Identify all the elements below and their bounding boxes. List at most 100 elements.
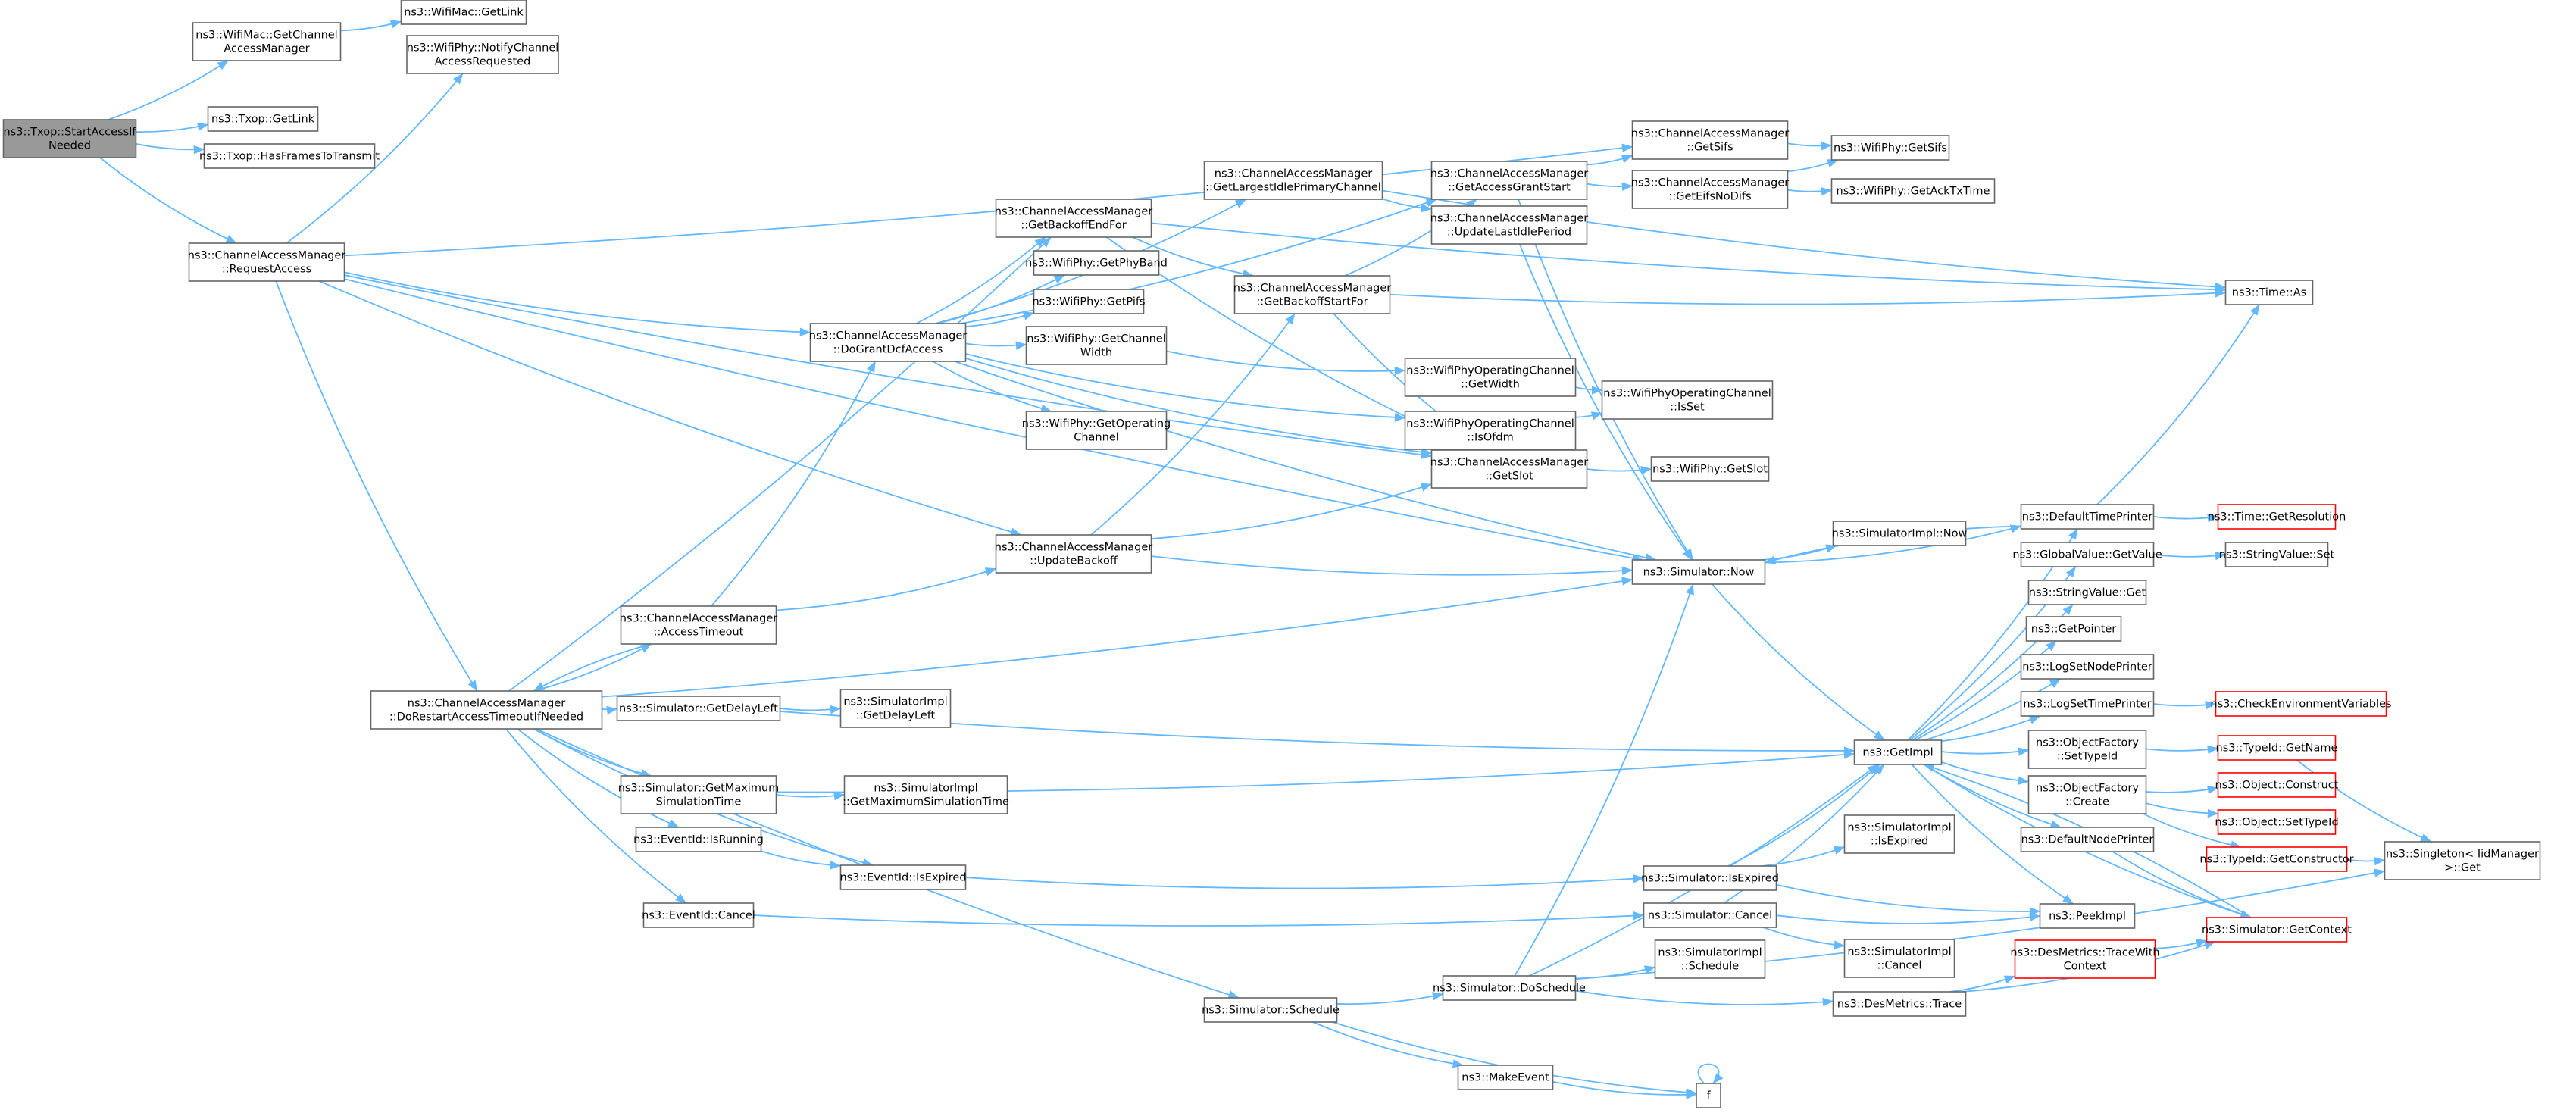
node-n29[interactable]: ns3::Simulator::Now xyxy=(1631,559,1766,585)
node-n46[interactable]: ns3::SimulatorImpl::IsExpired xyxy=(1843,814,1955,854)
node-n41[interactable]: ns3::Simulator::DoSchedule xyxy=(1433,975,1586,1001)
node-n38[interactable]: ns3::EventId::IsExpired xyxy=(839,864,967,890)
node-n45[interactable]: ns3::Simulator::IsExpired xyxy=(1641,865,1779,891)
node-n10[interactable]: ns3::WifiPhy::GetPhyBand xyxy=(1025,250,1168,276)
node-label: ns3::EventId::IsRunning xyxy=(633,834,764,846)
edge-n51-n59 xyxy=(1941,761,2030,785)
node-n7[interactable]: ns3::ChannelAccessManager::RequestAccess xyxy=(188,242,346,282)
node-n18[interactable]: ns3::ChannelAccessManager::GetAccessGran… xyxy=(1430,161,1589,200)
node-n16[interactable]: ns3::WifiPhyOperatingChannel::GetWidth xyxy=(1404,358,1577,397)
node-n47[interactable]: ns3::Simulator::Cancel xyxy=(1643,902,1777,928)
edge-n14-n19 xyxy=(1382,198,1433,213)
node-n69[interactable]: ns3::TypeId::GetConstructor xyxy=(2199,846,2354,872)
edge-n53-n64 xyxy=(2153,551,2227,561)
node-n5[interactable]: ns3::Txop::GetLink xyxy=(207,106,319,132)
node-box xyxy=(1025,411,1168,450)
edge-n31-n28 xyxy=(776,567,997,611)
node-box xyxy=(1853,739,1943,765)
node-n4[interactable]: ns3::WifiPhy::NotifyChannelAccessRequest… xyxy=(406,35,559,74)
node-n20[interactable]: ns3::WifiPhyOperatingChannel::IsSet xyxy=(1601,380,1774,420)
node-n31[interactable]: ns3::ChannelAccessManager::AccessTimeout xyxy=(620,605,778,645)
node-box xyxy=(2215,691,2387,717)
node-n33[interactable]: ns3::Simulator::GetDelayLeft xyxy=(616,696,781,721)
node-label: ns3::GlobalValue::GetValue xyxy=(2012,549,2162,561)
edge-n8-n21 xyxy=(965,358,1433,457)
node-n65[interactable]: ns3::CheckEnvironmentVariables xyxy=(2210,691,2392,717)
node-n59[interactable]: ns3::ObjectFactory::Create xyxy=(2027,775,2147,814)
node-n48[interactable]: ns3::SimulatorImpl::Cancel xyxy=(1843,939,1955,978)
edge-n8-n11 xyxy=(965,311,1035,328)
edge-n38-n45 xyxy=(965,874,1645,889)
node-n32[interactable]: ns3::ChannelAccessManager::DoRestartAcce… xyxy=(370,690,603,730)
node-n25[interactable]: ns3::WifiPhy::GetAckTxTime xyxy=(1830,178,1996,204)
edge-n51-n58 xyxy=(1941,747,2030,756)
node-label: Context xyxy=(2064,961,2107,973)
node-n39[interactable]: ns3::EventId::Cancel xyxy=(642,902,755,928)
node-n27[interactable]: ns3::WifiPhy::GetSlot xyxy=(1650,456,1770,482)
node-n64[interactable]: ns3::StringValue::Set xyxy=(2219,542,2335,567)
node-n42[interactable]: ns3::MakeEvent xyxy=(1457,1065,1554,1090)
edge-n18-n29 xyxy=(1518,199,1694,561)
node-n52[interactable]: ns3::DefaultTimePrinter xyxy=(2020,504,2155,530)
node-n9[interactable]: ns3::ChannelAccessManager::GetBackoffEnd… xyxy=(995,199,1153,238)
node-n15[interactable]: ns3::ChannelAccessManager::GetBackoffSta… xyxy=(1233,275,1392,314)
node-n23[interactable]: ns3::ChannelAccessManager::GetEifsNoDifs xyxy=(1631,170,1790,209)
node-n66[interactable]: ns3::TypeId::GetName xyxy=(2216,735,2338,761)
node-n70[interactable]: ns3::Singleton< IidManager>::Get xyxy=(2384,841,2541,880)
node-n3[interactable]: ns3::WifiMac::GetLink xyxy=(400,0,527,25)
node-n24[interactable]: ns3::WifiPhy::GetSifs xyxy=(1830,135,1950,161)
node-n62[interactable]: ns3::Simulator::GetContext xyxy=(2202,917,2352,943)
node-n34[interactable]: ns3::SimulatorImpl::GetDelayLeft xyxy=(839,689,952,728)
node-label: ::Schedule xyxy=(1681,961,1739,973)
node-n43[interactable]: f xyxy=(1696,1083,1721,1108)
node-n58[interactable]: ns3::ObjectFactory::SetTypeId xyxy=(2027,730,2147,769)
node-n68[interactable]: ns3::Object::SetTypeId xyxy=(2215,809,2339,835)
node-n21[interactable]: ns3::ChannelAccessManager::GetSlot xyxy=(1430,449,1589,489)
node-box xyxy=(1830,135,1950,161)
node-label: ns3::DefaultNodePrinter xyxy=(2021,834,2154,846)
node-n36[interactable]: ns3::SimulatorImpl::GetMaximumSimulation… xyxy=(843,775,1009,814)
node-n17[interactable]: ns3::WifiPhyOperatingChannel::IsOfdm xyxy=(1404,411,1577,450)
node-box xyxy=(1203,161,1383,200)
node-n60[interactable]: ns3::DefaultNodePrinter xyxy=(2020,827,2155,852)
node-n53[interactable]: ns3::GlobalValue::GetValue xyxy=(2012,542,2162,567)
node-n37[interactable]: ns3::EventId::IsRunning xyxy=(633,827,764,852)
node-label: ns3::SimulatorImpl xyxy=(1847,946,1951,958)
node-n61[interactable]: ns3::PeekImpl xyxy=(2039,903,2136,929)
node-n49[interactable]: ns3::DesMetrics::Trace xyxy=(1832,991,1967,1017)
node-box xyxy=(1631,170,1789,209)
node-n22[interactable]: ns3::ChannelAccessManager::GetSifs xyxy=(1631,120,1790,160)
node-n67[interactable]: ns3::Object::Construct xyxy=(2215,772,2339,798)
node-label: ::UpdateLastIdlePeriod xyxy=(1447,227,1571,239)
edge-n31-n8 xyxy=(711,361,877,607)
node-box xyxy=(1404,358,1577,397)
node-n26[interactable]: ns3::Time::As xyxy=(2224,280,2314,305)
edge-n47-n61 xyxy=(1776,912,2041,924)
node-box xyxy=(400,0,527,25)
node-n30[interactable]: ns3::SimulatorImpl::Now xyxy=(1832,521,1968,546)
node-n14[interactable]: ns3::ChannelAccessManager::GetLargestIdl… xyxy=(1203,161,1383,200)
node-n57[interactable]: ns3::LogSetTimePrinter xyxy=(2020,691,2155,717)
node-n11[interactable]: ns3::WifiPhy::GetPifs xyxy=(1032,289,1146,314)
node-n44[interactable]: ns3::SimulatorImpl::Schedule xyxy=(1654,939,1766,979)
node-n8[interactable]: ns3::ChannelAccessManager::DoGrantDcfAcc… xyxy=(809,323,968,362)
node-n28[interactable]: ns3::ChannelAccessManager::UpdateBackoff xyxy=(995,534,1153,574)
node-n55[interactable]: ns3::GetPointer xyxy=(2025,616,2122,642)
node-n51[interactable]: ns3::GetImpl xyxy=(1853,739,1943,765)
node-n54[interactable]: ns3::StringValue::Get xyxy=(2027,580,2147,605)
node-label: ::AccessTimeout xyxy=(654,627,744,639)
node-n56[interactable]: ns3::LogSetNodePrinter xyxy=(2020,654,2155,680)
edge-n8-n12 xyxy=(965,341,1027,350)
node-n19[interactable]: ns3::ChannelAccessManager::UpdateLastIdl… xyxy=(1430,205,1589,245)
node-box xyxy=(2020,542,2155,567)
node-n40[interactable]: ns3::Simulator::Schedule xyxy=(1202,997,1340,1023)
node-n6[interactable]: ns3::Txop::HasFramesToTransmit xyxy=(199,143,380,169)
node-n63[interactable]: ns3::Time::GetResolution xyxy=(2208,504,2346,530)
node-label: ::IsSet xyxy=(1670,402,1705,414)
node-n35[interactable]: ns3::Simulator::GetMaximumSimulationTime xyxy=(618,775,780,814)
